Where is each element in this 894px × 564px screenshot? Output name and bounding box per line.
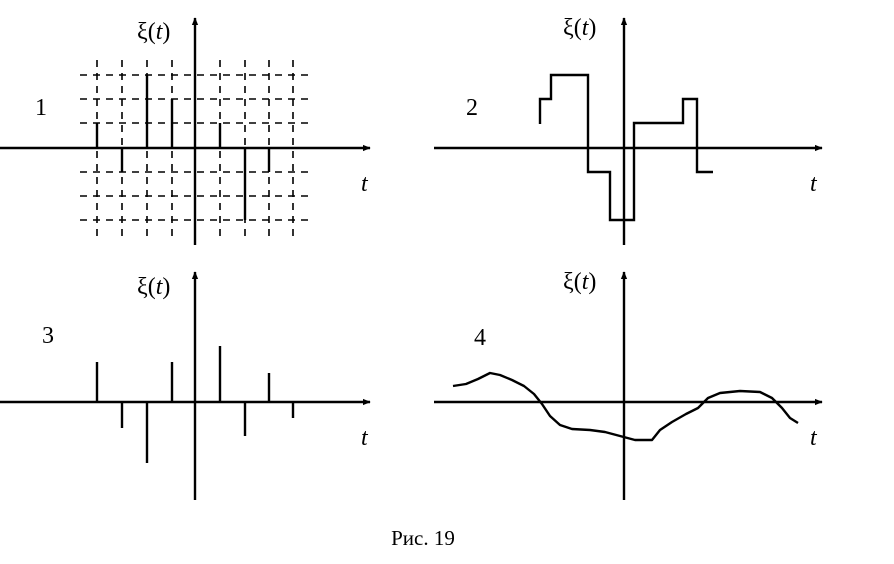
panel-4-signal bbox=[452, 371, 799, 442]
panel-4 bbox=[434, 271, 823, 500]
panel-3-x-label: t bbox=[361, 425, 368, 451]
figure-caption: Рис. 19 bbox=[391, 526, 455, 550]
panel-2 bbox=[434, 17, 823, 245]
panel-1-number: 1 bbox=[35, 95, 47, 121]
panel-2-y-label: ξ(t) bbox=[563, 15, 597, 41]
panel-1 bbox=[0, 17, 371, 245]
panel-3 bbox=[0, 271, 371, 500]
panel-3-number: 3 bbox=[42, 323, 54, 349]
panel-2-signal bbox=[538, 73, 713, 222]
panel-4-number: 4 bbox=[474, 325, 486, 351]
panel-4-x-label: t bbox=[810, 425, 817, 451]
panel-2-x-label: t bbox=[810, 171, 817, 197]
panel-3-y-label: ξ(t) bbox=[137, 274, 171, 300]
panel-4-y-label: ξ(t) bbox=[563, 269, 597, 295]
panel-2-number: 2 bbox=[466, 95, 478, 121]
panel-1-y-label: ξ(t) bbox=[137, 19, 171, 45]
panel-3-samples bbox=[95, 346, 295, 463]
panel-1-samples bbox=[95, 75, 271, 220]
panel-1-x-label: t bbox=[361, 171, 368, 197]
